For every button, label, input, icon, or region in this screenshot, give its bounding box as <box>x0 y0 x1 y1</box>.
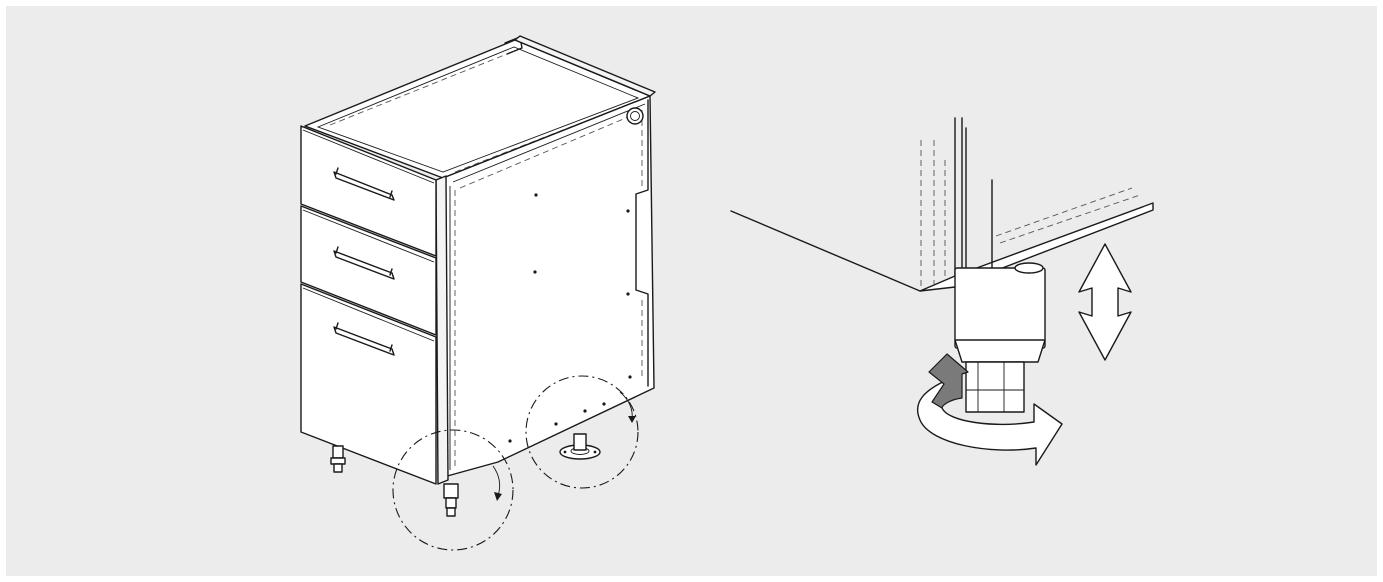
drawer-bottom <box>300 283 437 485</box>
drawer-middle <box>300 205 437 336</box>
leveling-foot-thread <box>965 361 1025 413</box>
cabinet-front-frame <box>435 175 449 485</box>
drawer-cabinet <box>300 35 656 551</box>
leveling-foot-body <box>954 267 1046 349</box>
lock-icon <box>626 107 644 125</box>
leveling-leg <box>443 483 459 517</box>
vertical-double-arrow-icon <box>1078 243 1132 361</box>
rotate-arrow-icon <box>492 391 636 501</box>
leveling-foot-detail <box>730 117 1154 466</box>
callout-circle <box>525 375 639 489</box>
illustration-panel <box>6 6 1377 576</box>
leveling-leg <box>330 445 346 473</box>
leveling-leg <box>559 433 601 460</box>
drawer-handle-icon <box>333 167 395 356</box>
callout-circle <box>392 429 514 551</box>
